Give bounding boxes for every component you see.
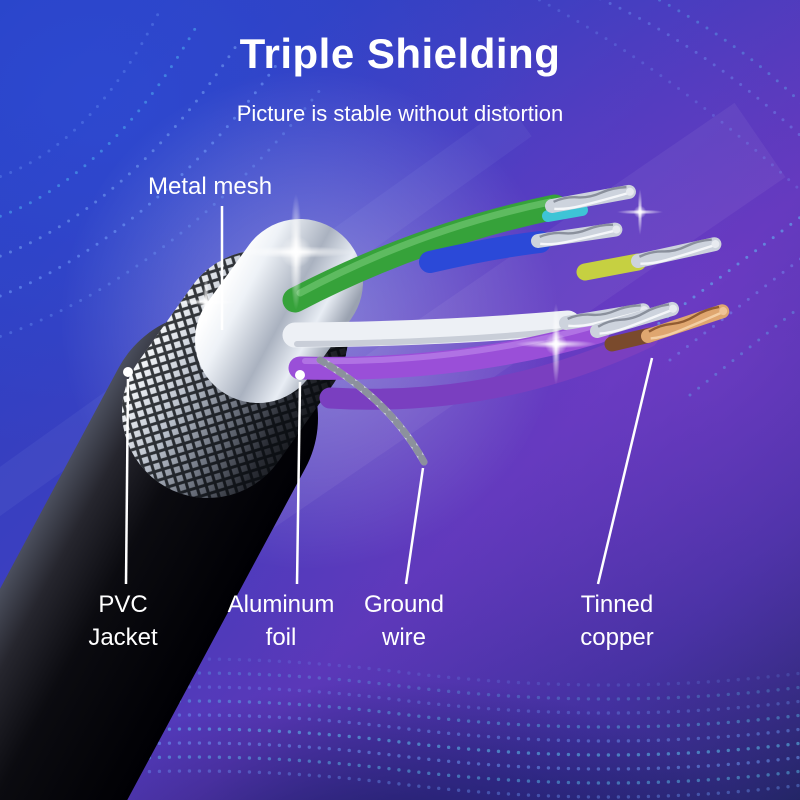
wire-white-shadow (294, 328, 567, 347)
wire-green (282, 194, 568, 313)
callout-dots (123, 367, 305, 380)
callout-label-ground-wire: Ground wire (363, 591, 445, 651)
leader-ground-wire (404, 467, 425, 585)
leader-pvc-jacket (124, 378, 130, 585)
callout-label-aluminum-foil: Aluminum foil (227, 591, 335, 651)
callout-label-pvc-jacket: PVC Jacket (88, 591, 158, 651)
wire-green-highlight (296, 198, 554, 297)
dotted-wave-decor (0, 0, 800, 397)
leader-tinned-copper (596, 357, 654, 585)
wire-cyan (542, 204, 588, 222)
wire-blue (419, 231, 551, 273)
leader-aluminum-foil (295, 381, 302, 585)
callout-leader-lines (124, 206, 654, 585)
drain-wire-twist (316, 356, 428, 466)
wire-yellow (576, 253, 647, 281)
callout-dot-foil (295, 370, 305, 380)
page-subtitle: Picture is stable without distortion (236, 101, 564, 126)
callout-dot-pvc (123, 367, 133, 377)
wire-white (282, 310, 581, 348)
callout-label-tinned-copper: Tinned copper (580, 591, 654, 651)
page-title: Triple Shielding (239, 30, 561, 77)
callout-label-metal-mesh: Metal mesh (148, 173, 273, 200)
